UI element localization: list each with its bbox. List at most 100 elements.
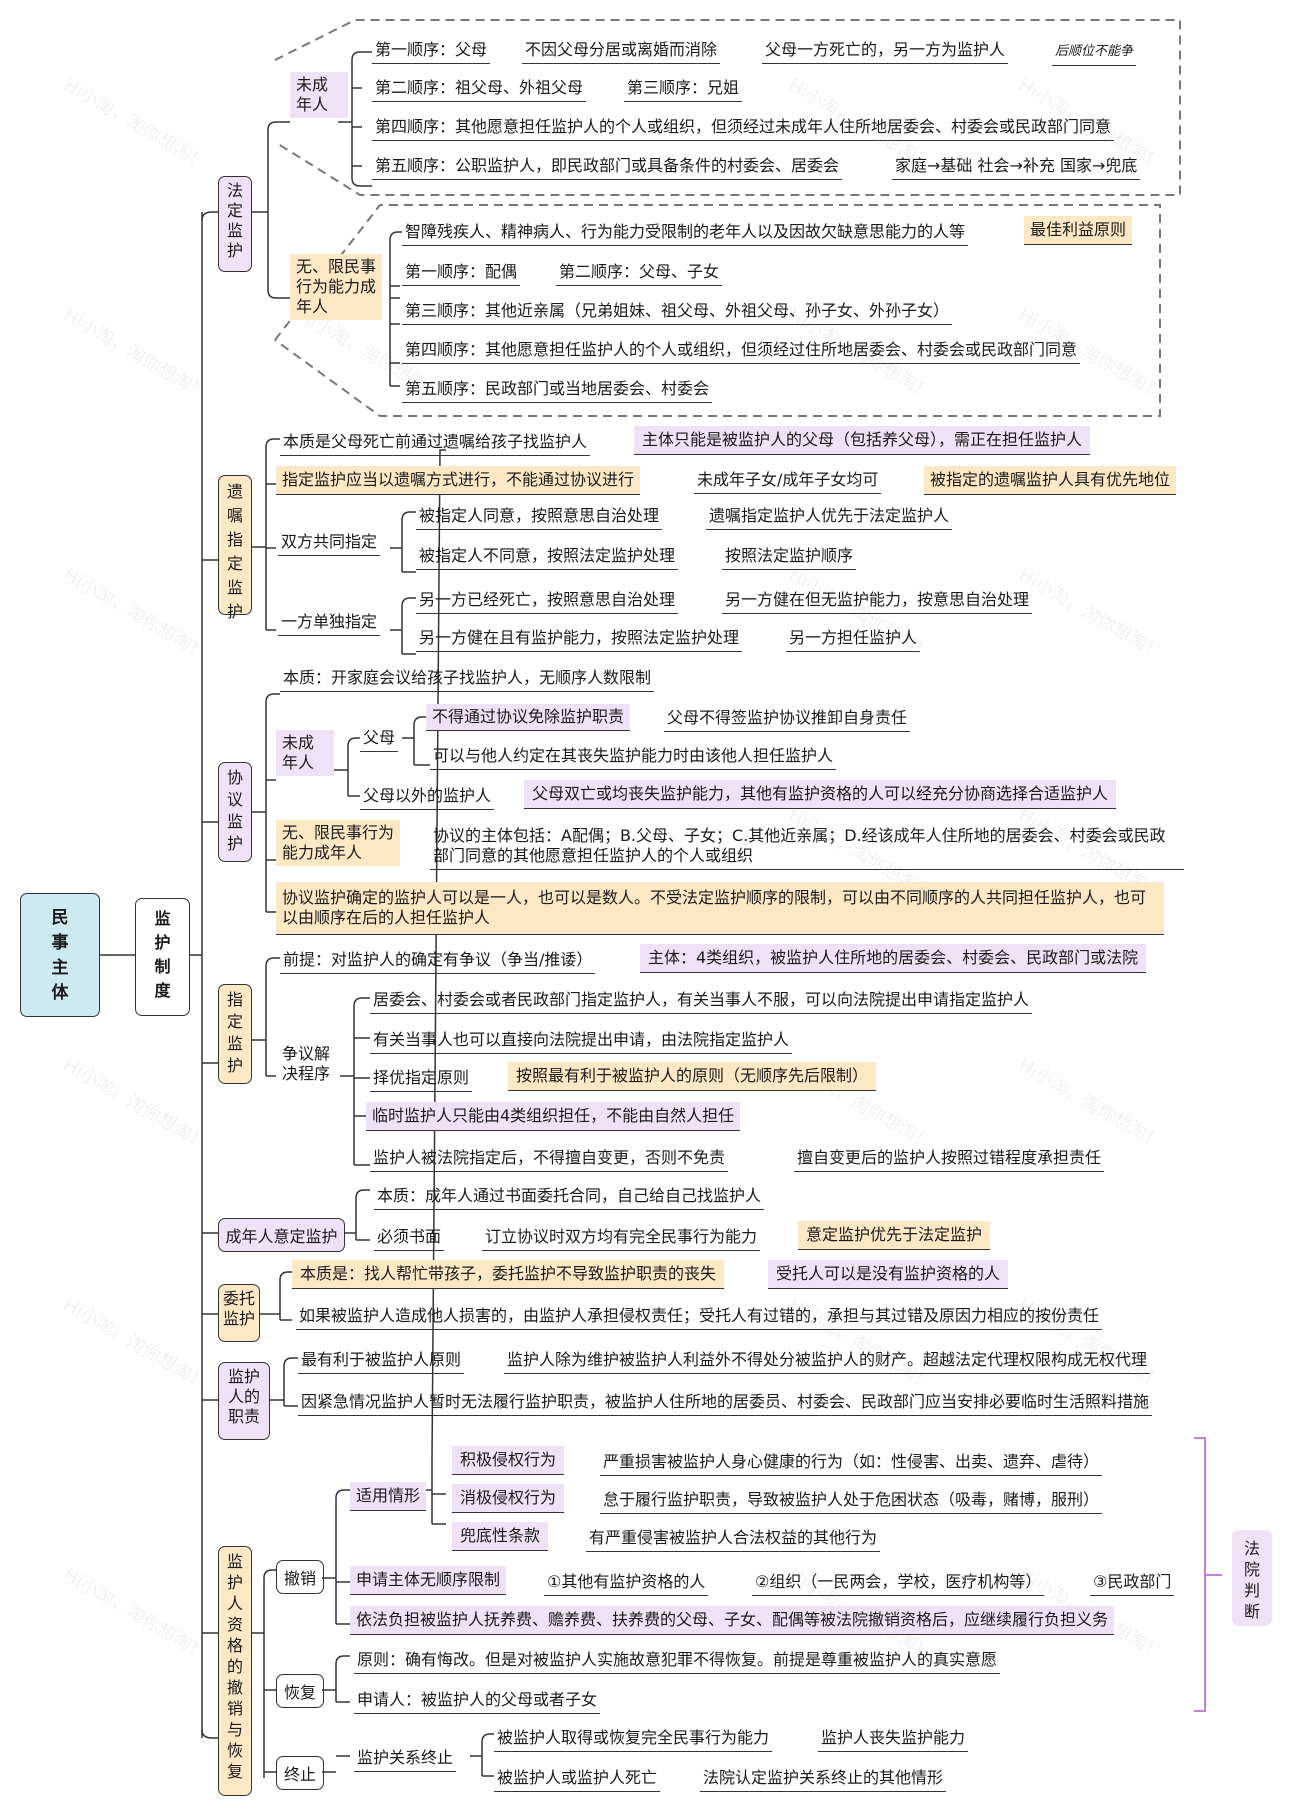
end-b2: 法院认定监护关系终止的其他情形 (700, 1766, 947, 1792)
voluntary-essence: 本质：成年人通过书面委托合同，自己给自己找监护人 (374, 1184, 765, 1210)
designated-proc-r3-label: 择优指定原则 (370, 1066, 473, 1092)
agreement-essence: 本质：开家庭会议给孩子找监护人，无顺序人数限制 (280, 666, 655, 692)
statutory-minor-order1-note3: 后顺位不能争 (1052, 40, 1137, 66)
branch-agreement: 协议监护 (218, 762, 252, 862)
end-a1: 被监护人取得或恢复完全民事行为能力 (494, 1726, 773, 1752)
will-single-label: 一方单独指定 (278, 610, 381, 636)
restore-label: 恢复 (283, 1683, 316, 1702)
statutory-minor-label: 未成年人 (290, 72, 348, 118)
designated-subject: 主体：4类组织，被监护人住所地的居委会、村委会、民政部门或法院 (640, 944, 1147, 973)
end-b1: 被监护人或监护人死亡 (494, 1766, 661, 1792)
court-judgment: 法院判断 (1232, 1530, 1272, 1626)
will-form: 指定监护应当以遗嘱方式进行，不能通过协议进行 (276, 466, 641, 495)
will-priority: 被指定的遗嘱监护人具有优先地位 (924, 466, 1177, 495)
branch-statutory-label: 法定监护 (226, 181, 243, 260)
branch-designated: 指定监护 (218, 984, 252, 1084)
branch-duties: 监护人的职责 (218, 1362, 270, 1440)
will-single-a1: 另一方已经死亡，按照意思自治处理 (416, 588, 679, 614)
entrusted-liability: 如果被监护人造成他人损害的，由监护人承担侵权责任；受托人有过错的，承担与其过错及… (296, 1304, 1103, 1330)
root-node-民事主体: 民事主体 (20, 893, 100, 1017)
branch-entrusted-label: 委托监护 (222, 1289, 255, 1328)
will-scope: 未成年子女/成年子女均可 (694, 468, 882, 494)
branch-entrusted: 委托监护 (218, 1284, 260, 1342)
statutory-adult-order1: 第一顺序：配偶 (402, 260, 521, 286)
designated-proc-r4: 临时监护人只能由4类组织担任，不能由自然人担任 (366, 1102, 741, 1131)
voluntary-priority: 意定监护优先于法定监护 (798, 1221, 991, 1250)
revoke-applicant-label: 申请主体无顺序限制 (350, 1566, 507, 1595)
will-joint-b2: 按照法定监护顺序 (722, 544, 857, 570)
statutory-adult-label: 无、限民事行为能力成年人 (290, 254, 382, 320)
statutory-adult-order5: 第五顺序：民政部门或当地居委会、村委会 (402, 377, 713, 403)
branch-will: 遗嘱指定监护 (218, 475, 252, 621)
entrusted-essence: 本质是：找人帮忙带孩子，委托监护不导致监护职责的丧失 (292, 1260, 725, 1289)
revoke-support: 依法负担被监护人抚养费、赡养费、扶养费的父母、子女、配偶等被法院撤销资格后，应继… (350, 1606, 1115, 1635)
statutory-adult-scope: 智障残疾人、精神病人、行为能力受限制的老年人以及因故欠缺意思能力的人等 (402, 220, 969, 246)
agreement-parents-a1: 不得通过协议免除监护职责 (426, 704, 631, 731)
agreement-others-text: 父母双亡或均丧失监护能力，其他有监护资格的人可以经充分协商选择合适监护人 (524, 780, 1117, 809)
statutory-minor-order3: 第三顺序：兄姐 (624, 76, 743, 102)
revoke-applicant-3: ③民政部门 (1090, 1570, 1175, 1596)
designated-proc-r5b: 擅自变更后的监护人按照过错程度承担责任 (794, 1146, 1105, 1172)
statutory-adult-order3: 第三顺序：其他近亲属（兄弟姐妹、祖父母、外祖父母、孙子女、外孙子女） (402, 299, 953, 325)
agreement-others-label: 父母以外的监护人 (360, 784, 495, 810)
will-single-b2: 另一方担任监护人 (786, 626, 921, 652)
revocation-revoke-node: 撤销 (276, 1560, 324, 1594)
branch-revocation: 监护人资格的撤销与恢复 (218, 1546, 252, 1796)
will-essence: 本质是父母死亡前通过遗嘱给孩子找监护人 (280, 430, 591, 456)
revocation-end-node: 终止 (276, 1756, 324, 1790)
designated-proc-r5a: 监护人被法院指定后，不得擅自变更，否则不免责 (370, 1146, 729, 1172)
statutory-minor-order1-note1: 不因父母分居或离婚而消除 (522, 38, 721, 64)
will-joint-label: 双方共同指定 (278, 530, 381, 556)
voluntary-capacity: 订立协议时双方均有完全民事行为能力 (482, 1225, 761, 1251)
revoke-active-text: 严重损害被监护人身心健康的行为（如：性侵害、出卖、遗弃、虐待） (600, 1450, 1103, 1476)
agreement-parents-b: 可以与他人约定在其丧失监护能力时由该他人担任监护人 (430, 744, 837, 770)
designated-proc-r1: 居委会、村委会或者民政部门指定监护人，有关当事人不服，可以向法院提出申请指定监护… (370, 988, 1033, 1014)
will-joint-b1: 被指定人不同意，按照法定监护处理 (416, 544, 679, 570)
designated-premise: 前提：对监护人的确定有争议（争当/推诿） (280, 948, 596, 974)
agreement-minor-label: 未成年人 (276, 730, 334, 776)
main-node-监护制度: 监护制度 (135, 898, 190, 1016)
will-joint-a1: 被指定人同意，按照意思自治处理 (416, 504, 663, 530)
agreement-note: 协议监护确定的监护人可以是一人，也可以是数人。不受法定监护顺序的限制，可以由不同… (276, 882, 1164, 935)
branch-designated-label: 指定监护 (226, 990, 243, 1075)
court-judgment-label: 法院判断 (1243, 1539, 1260, 1621)
revoke-passive-label: 消极侵权行为 (452, 1484, 565, 1513)
branch-agreement-label: 协议监护 (226, 768, 243, 853)
statutory-adult-order2: 第二顺序：父母、子女 (556, 260, 723, 286)
will-single-b1: 另一方健在且有监护能力，按照法定监护处理 (416, 626, 743, 652)
statutory-minor-order5-note: 家庭→基础 社会→补充 国家→兜底 (892, 154, 1141, 180)
designated-proc-r2: 有关当事人也可以直接向法院提出申请，由法院指定监护人 (370, 1028, 793, 1054)
branch-statutory: 法定监护 (218, 176, 252, 272)
end-label: 终止 (283, 1765, 316, 1784)
revoke-situations-label: 适用情形 (350, 1482, 427, 1511)
revoke-active-label: 积极侵权行为 (452, 1446, 565, 1475)
end-sub-label: 监护关系终止 (354, 1746, 457, 1772)
statutory-minor-order1: 第一顺序：父母 (372, 38, 491, 64)
statutory-adult-order4: 第四顺序：其他愿意担任监护人的个人或组织，但须经过住所地居委会、村委会或民政部门… (402, 338, 1081, 364)
agreement-parents-a2: 父母不得签监护协议推卸自身责任 (664, 706, 911, 732)
main-label: 监护制度 (154, 909, 171, 1000)
branch-revocation-label: 监护人资格的撤销与恢复 (226, 1552, 243, 1781)
restore-applicant: 申请人：被监护人的父母或者子女 (354, 1688, 601, 1714)
revoke-passive-text: 怠于履行监护职责，导致被监护人处于危困状态（吸毒，赌博，服刑） (600, 1488, 1103, 1514)
revoke-catchall-text: 有严重侵害被监护人合法权益的其他行为 (586, 1526, 881, 1552)
designated-proc-r3-text: 按照最有利于被监护人的原则（无顺序先后限制） (508, 1062, 877, 1091)
agreement-adult-text: 协议的主体包括：A配偶；B.父母、子女；C.其他近亲属；D.经该成年人住所地的居… (430, 824, 1184, 870)
root-label: 民事主体 (51, 908, 69, 1003)
restore-principle: 原则：确有悔改。但是对被监护人实施故意犯罪不得恢复。前提是尊重被监护人的真实意愿 (354, 1648, 1001, 1674)
revoke-catchall-label: 兜底性条款 (452, 1522, 549, 1551)
agreement-adult-label: 无、限民事行为能力成年人 (276, 820, 400, 866)
branch-duties-label: 监护人的职责 (227, 1367, 260, 1426)
duties-principle: 最有利于被监护人原则 (298, 1348, 465, 1374)
will-subject: 主体只能是被监护人的父母（包括养父母），需正在担任监护人 (634, 426, 1091, 455)
entrusted-trustee: 受托人可以是没有监护资格的人 (768, 1260, 1009, 1289)
revocation-restore-node: 恢复 (276, 1674, 324, 1708)
duties-property: 监护人除为维护被监护人利益外不得处分被监护人的财产。超越法定代理权限构成无权代理 (504, 1348, 1151, 1374)
revoke-applicant-1: ①其他有监护资格的人 (544, 1570, 709, 1596)
designated-procedure-label: 争议解决程序 (282, 1044, 331, 1083)
revoke-applicant-2: ②组织（一民两会，学校，医疗机构等） (752, 1570, 1045, 1596)
will-joint-a2: 遗嘱指定监护人优先于法定监护人 (706, 504, 953, 530)
branch-will-label: 遗嘱指定监护 (226, 482, 243, 621)
duties-emergency: 因紧急情况监护人暂时无法履行监护职责，被监护人住所地的居委员、村委会、民政部门应… (298, 1390, 1153, 1416)
voluntary-written: 必须书面 (374, 1225, 445, 1251)
